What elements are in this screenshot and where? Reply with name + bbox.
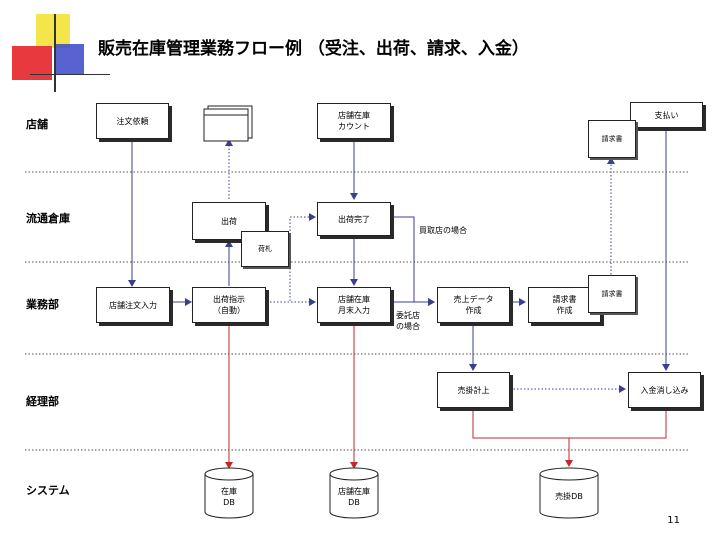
box-store-stock-month-end: 店舗在庫 月末入力: [317, 287, 391, 323]
db-label-store-inventory: 店舗在庫 DB: [338, 487, 370, 507]
box-sales-data-creation: 売上データ 作成: [437, 287, 510, 323]
note-consignment-store: 委託店 の場合: [396, 311, 420, 331]
box-store-order-entry: 店舗注文入力: [96, 287, 170, 323]
deco-vertical-line: [54, 14, 56, 92]
db-label-ar: 売掛DB: [555, 492, 583, 501]
lane-dividers: [25, 171, 690, 451]
box-order-request: 注文依頼: [96, 103, 169, 139]
db-label-inventory: 在庫 DB: [221, 487, 237, 507]
page-number: 11: [667, 515, 680, 526]
box-payment: 支払い: [630, 102, 703, 128]
box-payment-reconciliation: 入金消し込み: [628, 372, 701, 408]
page-title: 販売在庫管理業務フロー例 （受注、出荷、請求、入金）: [98, 39, 529, 59]
doc-invoice-store: 請求書: [588, 120, 636, 158]
deco-blue-square: [54, 44, 84, 74]
database-flow-arrows: [225, 320, 667, 469]
solid-flow-arrows: [128, 126, 670, 371]
box-accounts-receivable: 売掛計上: [437, 372, 510, 408]
box-store-stock-count: 店舗在庫 カウント: [317, 103, 391, 139]
doc-invoice-ops: 請求書: [588, 275, 636, 313]
lane-label-system: システム: [26, 484, 70, 497]
box-shipping-complete: 出荷完了: [317, 202, 391, 236]
lane-label-operations: 業務部: [26, 298, 59, 311]
doc-packing-slip: 荷札: [241, 231, 289, 267]
database-inventory-cylinder: [204, 467, 254, 519]
lane-label-accounting: 経理部: [26, 395, 59, 408]
database-ar-cylinder: [539, 467, 599, 519]
note-purchase-store: 買取店の場合: [419, 226, 467, 235]
deco-yellow-square: [36, 14, 70, 48]
lane-label-store: 店舗: [26, 118, 48, 131]
box-shipping-instruction: 出荷指示 （自動）: [192, 287, 266, 323]
dotted-flow-arrows: [225, 139, 626, 393]
database-store-inventory-cylinder: [329, 467, 379, 519]
deco-horizontal-line: [30, 74, 110, 75]
lane-label-warehouse: 流通倉庫: [26, 212, 70, 225]
document-stack-icon: [203, 105, 253, 142]
